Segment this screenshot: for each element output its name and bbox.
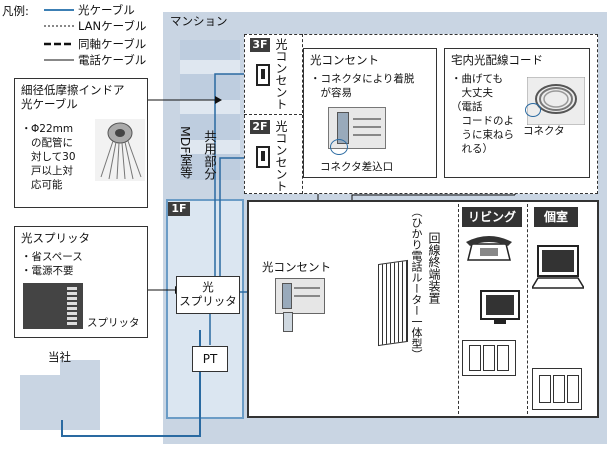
fiber-callout-bullet: ・	[21, 123, 32, 135]
cord-callout-desc: れる）	[451, 143, 493, 155]
room-tag-private: 個室	[534, 207, 578, 227]
legend-title: 凡例:	[2, 4, 29, 18]
cord-callout: 宅内光配線コード ・曲げても 大丈夫 （電話 コードのよ うに束ねら れる） コ…	[444, 48, 590, 178]
fiber-callout-desc: Φ22mm	[31, 123, 74, 135]
room-tag-living: リビング	[462, 207, 522, 227]
company-building	[20, 360, 100, 430]
private-wall-outlet	[532, 368, 582, 410]
company-label: 当社	[48, 350, 71, 364]
outlet-callout-desc: が容易	[310, 87, 352, 99]
connector-circle	[525, 103, 541, 117]
optical-splitter-box: 光 スプリッタ	[176, 276, 240, 314]
outlet-callout-desc: ・コネクタにより着脱	[310, 73, 415, 85]
outlet-label-2f: 光コンセント	[274, 120, 288, 192]
common-area-label: 共用部分	[202, 130, 217, 180]
building-window-strip	[180, 100, 240, 114]
fiber-callout-title: 光ケーブル	[21, 97, 78, 111]
building-window-strip	[180, 140, 240, 154]
living-wall-outlet	[462, 340, 516, 376]
floor-tag-3f: 3F	[250, 38, 270, 52]
room-outlet-label: 光コンセント	[262, 260, 331, 274]
coiled-cord-photo	[527, 77, 585, 125]
fiber-cable	[61, 330, 201, 437]
cord-callout-desc: （電話	[451, 101, 483, 113]
splitter-callout: 光スプリッタ ・省スペース ・電源不要 スプリッタ	[14, 226, 148, 338]
room-outlet-device	[275, 278, 325, 314]
legend-lan-label: LANケーブル	[78, 19, 147, 33]
outlet-icon-3f	[256, 64, 270, 86]
splitter-photo	[23, 283, 83, 329]
cord-callout-desc: コードのよ	[451, 115, 514, 127]
building-window-strip	[180, 60, 240, 74]
fiber-cable-callout: 細径低摩擦インドア 光ケーブル ・ Φ22mm の配管に 対して30 戸以上対 …	[14, 78, 148, 208]
fiber-callout-desc: 応可能	[31, 179, 63, 191]
onu-device	[378, 259, 408, 347]
floor-divider	[244, 114, 302, 115]
room-divider	[527, 204, 528, 414]
room-outlet-plug	[283, 312, 293, 332]
splitter-box-label: 光	[202, 280, 214, 294]
room-divider	[458, 204, 459, 414]
fiber-callout-title: 細径低摩擦インドア	[21, 83, 125, 97]
outlet-callout-title: 光コンセント	[310, 53, 379, 67]
outlet-callout: 光コンセント ・コネクタにより着脱 が容易 コネクタ差込口	[303, 48, 437, 178]
telephone-icon	[466, 236, 512, 261]
fiber-callout-desc: の配管に	[31, 137, 73, 149]
outlet-callout-caption: コネクタ差込口	[320, 161, 394, 173]
cord-callout-desc: ・曲げても	[451, 73, 503, 85]
tv-icon	[480, 290, 520, 324]
legend-coax-label: 同軸ケーブル	[78, 37, 147, 51]
leader-arrow	[215, 96, 222, 104]
fiber-bundle-photo	[95, 119, 145, 181]
cord-callout-desc: 大丈夫	[451, 87, 493, 99]
splitter-box-label: スプリッタ	[179, 294, 237, 308]
floor-tag-1f: 1F	[168, 202, 190, 216]
mdf-room-label: MDF室等	[178, 126, 193, 179]
connector-port-circle	[330, 139, 348, 155]
outlet-label-3f: 光コンセント	[274, 38, 288, 110]
fiber-callout-desc: 戸以上対	[31, 165, 73, 177]
splitter-callout-bullet: ・電源不要	[21, 265, 74, 277]
legend-phone-label: 電話ケーブル	[78, 53, 147, 67]
pt-box: PT	[192, 346, 228, 372]
floor-divider	[302, 34, 303, 194]
cord-callout-title: 宅内光配線コード	[451, 53, 543, 67]
building-label: マンション	[170, 14, 228, 28]
onu-label: 回線終端装置	[427, 232, 441, 304]
fiber-callout-desc: 対して30	[31, 151, 76, 163]
outlet-icon-2f	[256, 146, 270, 168]
floor-tag-2f: 2F	[250, 120, 270, 134]
onu-sublabel: （ひかり電話ルーター一体型）	[410, 206, 423, 360]
splitter-callout-bullet: ・省スペース	[21, 251, 83, 263]
cord-callout-desc: うに束ねら	[451, 129, 514, 141]
splitter-callout-title: 光スプリッタ	[21, 231, 90, 245]
laptop-icon	[532, 245, 584, 289]
cord-callout-caption: コネクタ	[523, 125, 565, 137]
legend-fiber-label: 光ケーブル	[78, 3, 135, 17]
splitter-callout-caption: スプリッタ	[87, 317, 140, 329]
